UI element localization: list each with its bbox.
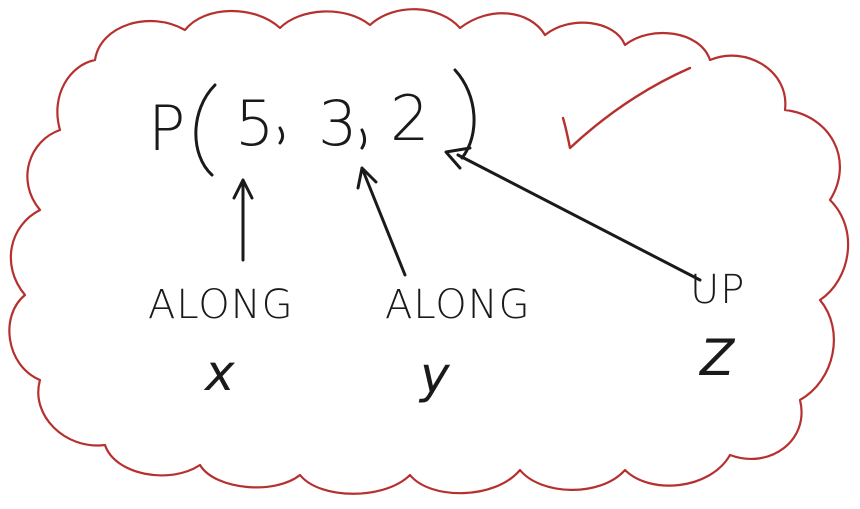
arrow-x xyxy=(232,178,254,262)
coord-y: 3 xyxy=(318,87,357,160)
label-x-line1: ALONG xyxy=(148,282,294,328)
label-y-line1: ALONG xyxy=(385,282,531,328)
cloud-outline xyxy=(8,8,850,495)
comma-2 xyxy=(360,128,367,150)
point-name: P xyxy=(148,92,185,165)
coord-z: 2 xyxy=(390,82,429,155)
arrow-z xyxy=(444,146,702,282)
label-y-line2: y xyxy=(418,346,451,404)
label-z-line1: UP xyxy=(690,267,745,313)
coord-x: 5 xyxy=(235,87,274,160)
close-paren xyxy=(453,68,476,160)
label-z-line2: Z xyxy=(698,329,736,387)
open-paren xyxy=(194,83,217,177)
label-x-line2: x xyxy=(203,344,235,402)
check-mark-icon xyxy=(561,66,692,150)
arrow-y xyxy=(356,166,407,277)
comma-1 xyxy=(278,126,285,145)
